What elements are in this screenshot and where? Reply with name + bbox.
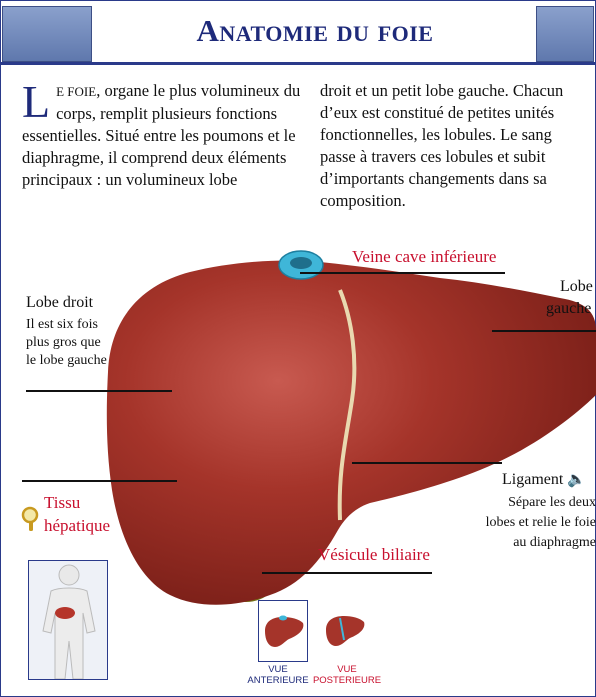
body-thumbnail [28, 560, 108, 680]
view-posterior-label-1: VUE [302, 664, 392, 675]
lobe-droit-leader [26, 390, 172, 392]
ligament-note-3: au diaphragme [474, 534, 596, 552]
lobe-gauche-leader [492, 330, 596, 332]
ligament-note-2: lobes et relie le foie [474, 514, 596, 532]
veine-cave-leader [300, 272, 505, 274]
ligament-title: Ligament [502, 471, 563, 488]
label-lobe-gauche-1[interactable]: Lobe [560, 278, 593, 296]
vesicule-leader [262, 572, 432, 574]
tissu-leader [22, 480, 177, 482]
lobe-droit-note-3: le lobe gauche [26, 352, 107, 370]
ligament-leader [352, 462, 502, 464]
speaker-icon[interactable]: 🔈 [567, 470, 586, 489]
lobe-droit-note-1: Il est six fois [26, 316, 98, 334]
anterior-liver-icon [259, 601, 307, 661]
label-lobe-gauche-2[interactable]: gauche [546, 300, 591, 318]
view-anterior-button[interactable] [258, 600, 308, 662]
vena-cava-opening [290, 257, 312, 269]
body-silhouette [29, 561, 108, 680]
magnifier-icon[interactable] [20, 506, 42, 532]
ligament-note-1: Sépare les deux [474, 494, 596, 512]
label-lobe-droit[interactable]: Lobe droit [26, 294, 93, 312]
label-vesicule[interactable]: Vésicule biliaire [318, 545, 430, 565]
label-tissu-1[interactable]: Tissu [44, 493, 80, 513]
posterior-liver-icon [320, 600, 368, 660]
view-posterior-label[interactable]: VUE POSTERIEURE [302, 664, 392, 686]
lobe-droit-note-2: plus gros que [26, 334, 101, 352]
label-veine-cave[interactable]: Veine cave inférieure [352, 247, 496, 267]
view-posterior-label-2: POSTERIEURE [302, 675, 392, 686]
view-posterior-button[interactable] [320, 600, 370, 662]
label-tissu-2[interactable]: hépatique [44, 516, 110, 536]
label-ligament[interactable]: Ligament🔈 [502, 470, 586, 489]
